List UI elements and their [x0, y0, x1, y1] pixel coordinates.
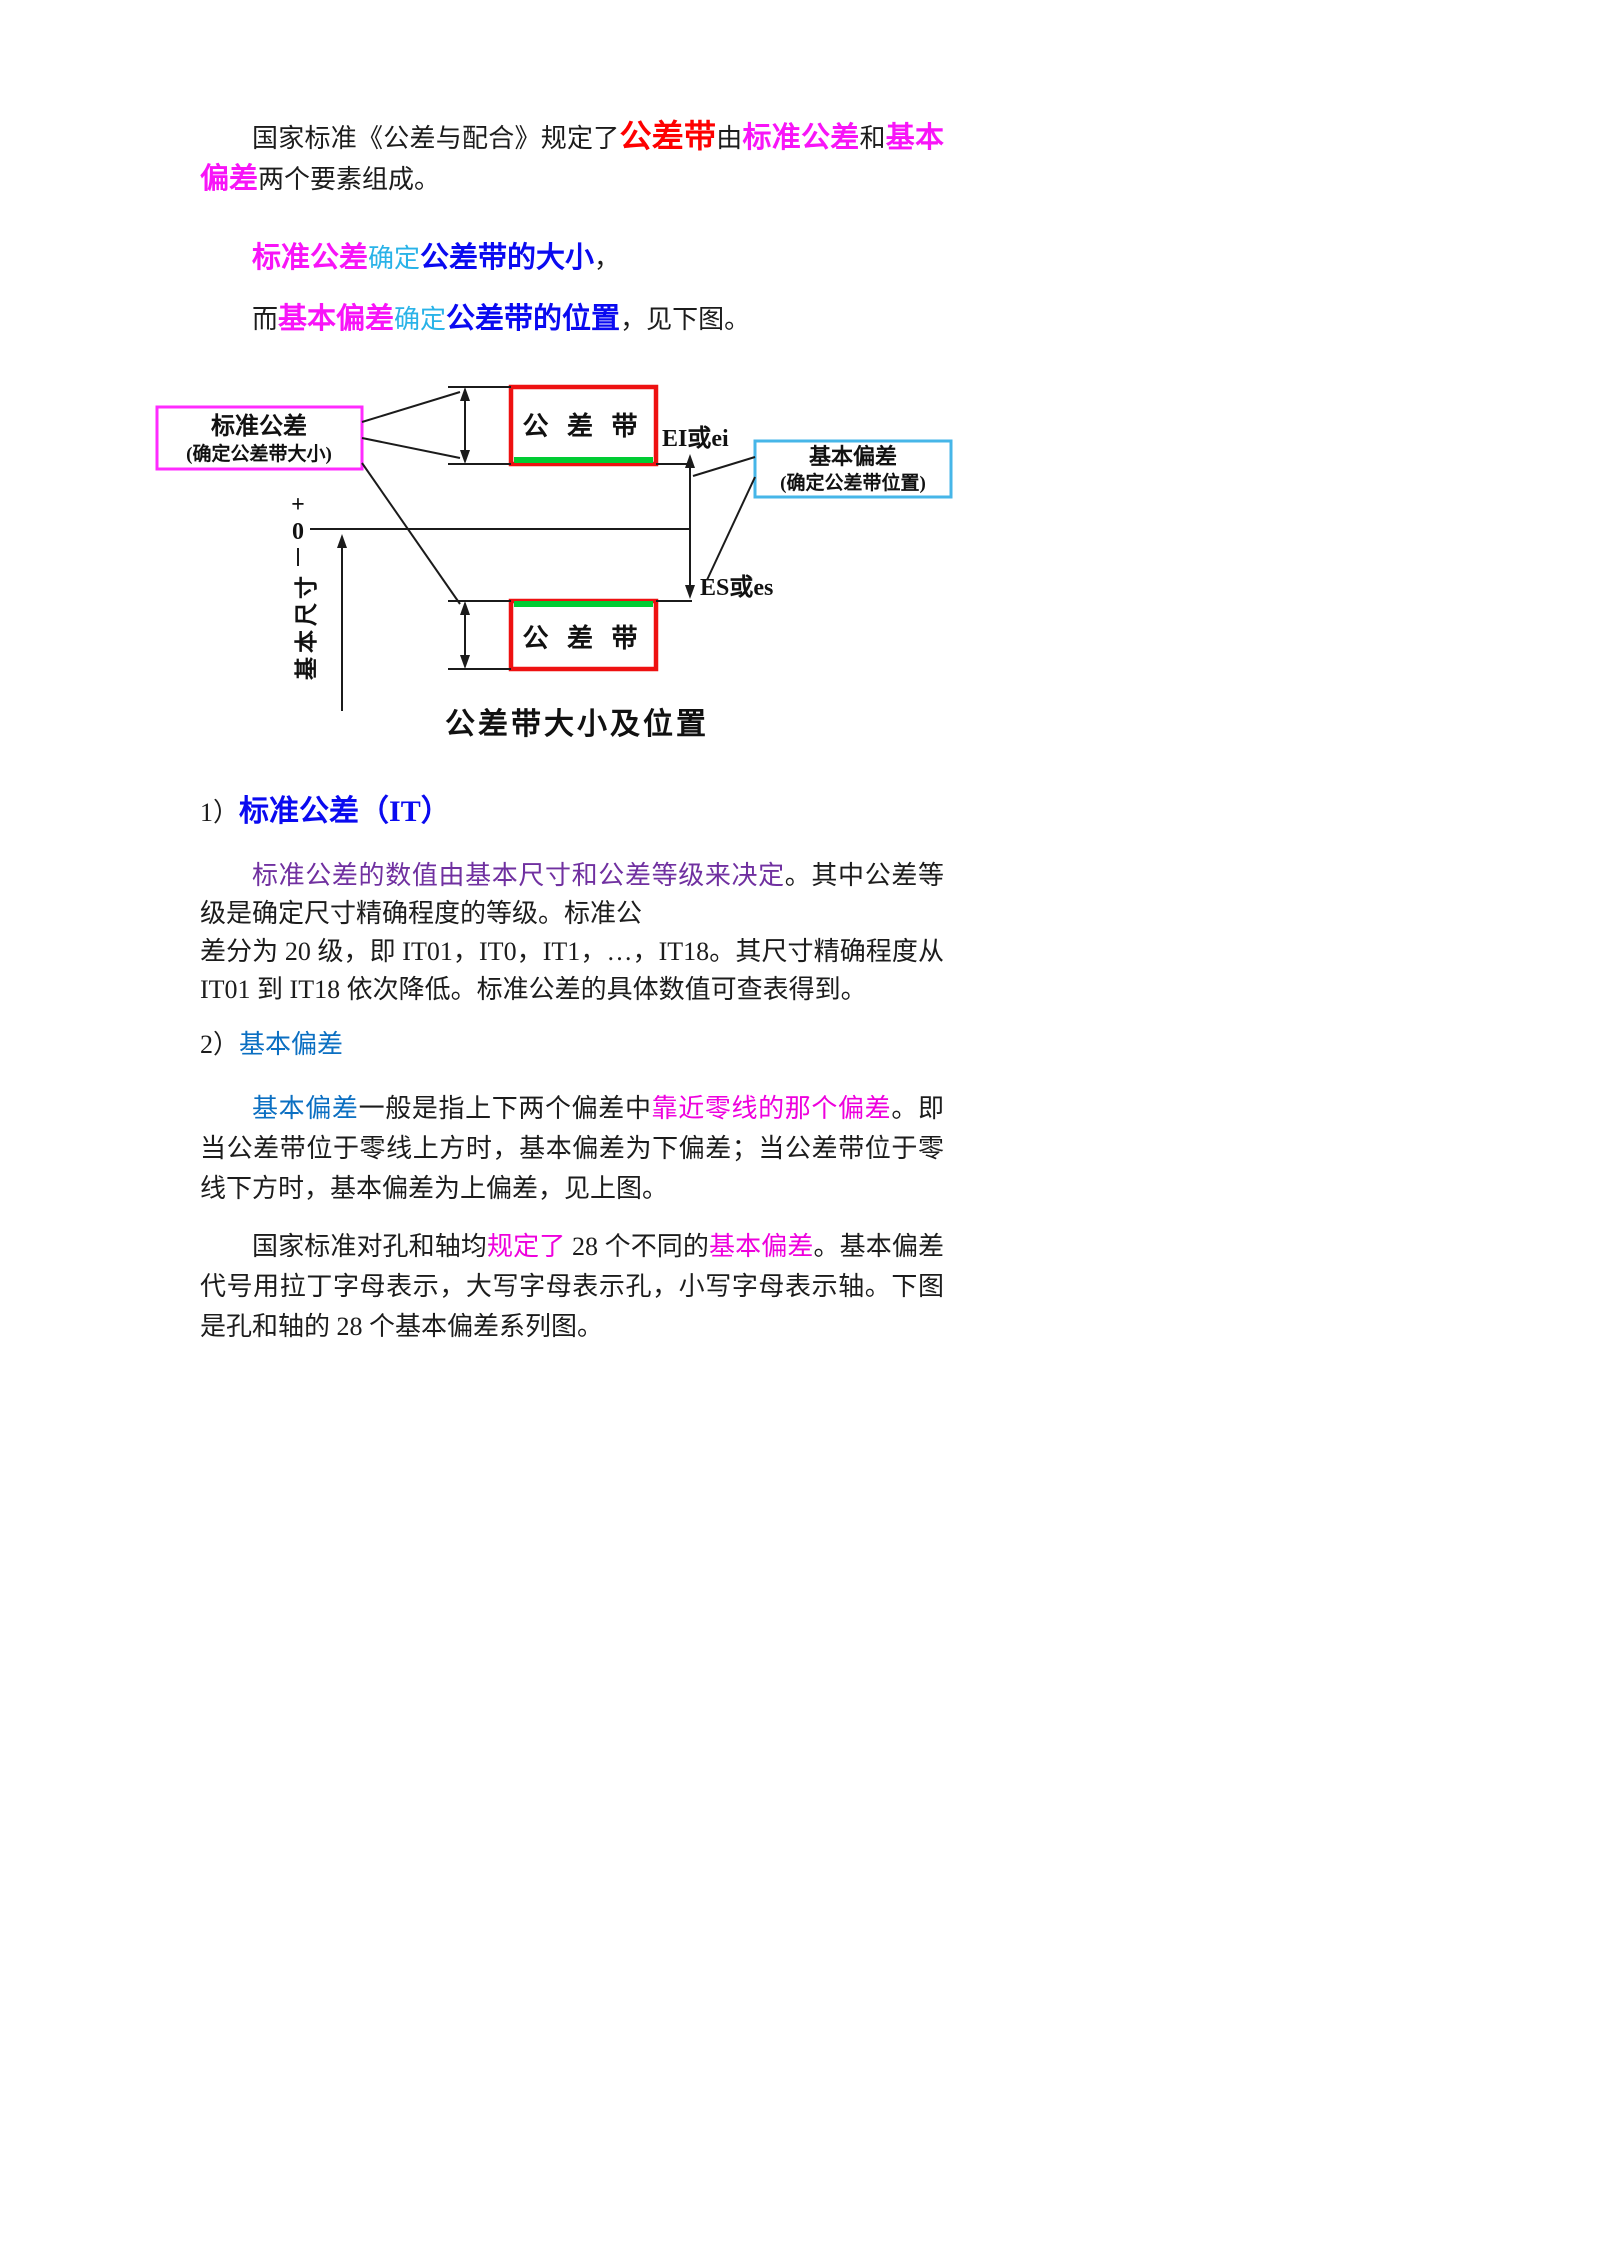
section-2-heading: 2）基本偏差: [200, 1025, 944, 1065]
p4-text-2: 差分为 20 级，即 IT01，IT0，IT1，…，IT18。其尺寸精确程度从 …: [200, 937, 944, 1004]
p3-text-2: ，见下图。: [620, 305, 751, 334]
std-box-leader-middle: [361, 437, 461, 459]
p3-text-determines: 确定: [394, 305, 447, 334]
standard-tolerance-box-title: 标准公差: [211, 412, 307, 440]
deviation-arrowhead-down: [685, 585, 695, 599]
p6-text-3: 。基本偏差代号用拉丁字母表示，大写字母表示孔，小写字母表示轴。下图是孔和轴的 2…: [200, 1232, 944, 1341]
p6-highlight-specified: 规定了: [487, 1232, 566, 1261]
std-box-leader-upper: [361, 391, 461, 423]
bottom-dimension-arrowhead-down: [460, 655, 470, 669]
p1-text-1: 国家标准《公差与配合》规定了: [252, 124, 620, 153]
p3-text-1: 而: [252, 305, 279, 334]
standard-tolerance-box-subtitle: (确定公差带大小): [186, 442, 332, 465]
p1-text-4: 两个要素组成。: [258, 165, 441, 194]
plus-sign: +: [291, 492, 305, 518]
p5-text-1: 一般是指上下两个偏差中: [358, 1094, 652, 1123]
paragraph-standard-tolerance: 标准公差的数值由基本尺寸和公差等级来决定。其中公差等级是确定尺寸精确程度的等级。…: [200, 857, 944, 1009]
diagram-svg: + 0 基本尺寸 公 差 带 公 差 带: [155, 384, 953, 741]
top-dimension-arrowhead-down: [460, 450, 470, 464]
tolerance-band-top-box: [508, 384, 659, 467]
ei-label: EI或ei: [662, 425, 729, 452]
tolerance-zone-diagram: + 0 基本尺寸 公 差 带 公 差 带: [140, 364, 970, 756]
p5-highlight-near-zero-line: 靠近零线的那个偏差: [651, 1094, 892, 1123]
bottom-dimension-arrowhead-up: [460, 601, 470, 615]
p6-text-1: 国家标准对孔和轴均: [252, 1232, 488, 1261]
es-label: ES或es: [700, 574, 773, 601]
p2-text-determines: 确定: [368, 244, 421, 273]
p1-text-3: 和: [859, 124, 886, 153]
dev-box-leader-upper: [692, 456, 756, 477]
p5-term-basic-deviation: 基本偏差: [252, 1094, 359, 1123]
p2-punct: ，: [594, 244, 621, 273]
section-1-heading: 1）标准公差（IT）: [200, 790, 944, 835]
basic-deviation-box-subtitle: (确定公差带位置): [780, 471, 926, 494]
p2-term-zone-size: 公差带的大小: [420, 242, 595, 274]
h1-title: 标准公差（IT）: [239, 795, 451, 828]
p4-highlight-purple: 标准公差的数值由基本尺寸和公差等级来决定: [252, 861, 785, 890]
p1-text-2: 由: [716, 124, 743, 153]
basic-size-arrowhead: [337, 534, 347, 548]
basic-size-label: 基本尺寸: [294, 572, 319, 680]
p1-term-basic-deviation: 基本偏差: [200, 122, 944, 195]
tolerance-band-top-label: 公 差 带: [522, 411, 643, 441]
p2-term-standard-tolerance: 标准公差: [252, 242, 369, 274]
h2-number: 2）: [200, 1030, 240, 1059]
statement-standard-tolerance: 标准公差确定公差带的大小，: [200, 238, 944, 279]
h1-number: 1）: [200, 798, 240, 827]
zero-sign: 0: [292, 519, 304, 545]
basic-deviation-box: [753, 439, 953, 499]
deviation-arrowhead-up: [685, 454, 695, 468]
figure-caption: 公差带大小及位置: [445, 707, 709, 741]
dev-box-leader-lower: [706, 476, 756, 581]
p5-text-2: 。即当公差带位于零线上方时，基本偏差为下偏差；当公差带位于零线下方时，基本偏差为…: [200, 1094, 944, 1203]
p3-term-basic-deviation: 基本偏差: [278, 303, 395, 335]
basic-deviation-box-title: 基本偏差: [809, 444, 897, 469]
paragraph-intro: 国家标准《公差与配合》规定了公差带由标准公差和基本偏差两个要素组成。: [200, 116, 944, 200]
std-box-leader-lower: [361, 462, 461, 605]
statement-basic-deviation: 而基本偏差确定公差带的位置，见下图。: [200, 299, 944, 340]
paragraph-basic-deviation: 基本偏差一般是指上下两个偏差中靠近零线的那个偏差。即当公差带位于零线上方时，基本…: [200, 1089, 944, 1209]
p4-text-1: 。其中公差等级是确定尺寸精确程度的等级。标准公: [200, 861, 944, 928]
p1-term-tolerance-zone: 公差带: [619, 118, 717, 154]
p6-highlight-basic-deviation: 基本偏差: [709, 1232, 814, 1261]
p3-term-zone-position: 公差带的位置: [446, 303, 621, 335]
paragraph-28-deviations: 国家标准对孔和轴均规定了 28 个不同的基本偏差。基本偏差代号用拉丁字母表示，大…: [200, 1227, 944, 1347]
document-content: 国家标准《公差与配合》规定了公差带由标准公差和基本偏差两个要素组成。 标准公差确…: [155, 0, 953, 1347]
top-dimension-arrowhead-up: [460, 387, 470, 401]
p1-term-standard-tolerance: 标准公差: [742, 122, 860, 154]
tolerance-band-bottom-label: 公 差 带: [522, 623, 643, 653]
p6-text-2: 28 个不同的: [565, 1232, 710, 1261]
h2-title: 基本偏差: [239, 1030, 344, 1059]
